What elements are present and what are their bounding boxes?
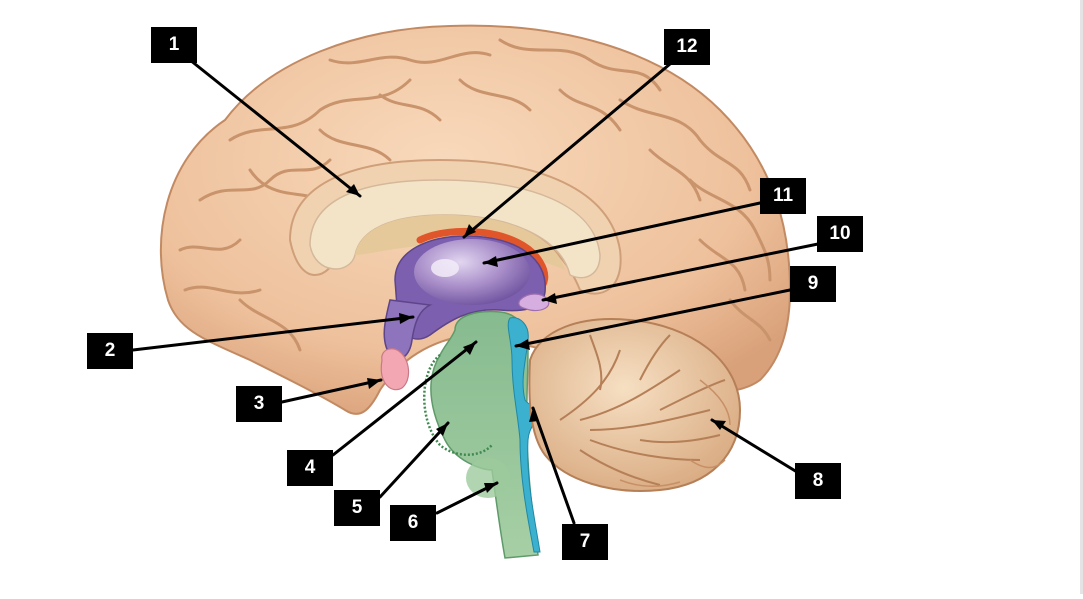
leader-5 [380,423,448,497]
label-11: 11 [760,178,806,214]
label-3: 3 [236,386,282,422]
label-9: 9 [790,266,836,302]
thalamus [414,239,530,305]
thalamus-highlight [431,259,459,277]
label-8: 8 [795,463,841,499]
label-7: 7 [562,524,608,560]
label-12: 12 [664,29,710,65]
label-2: 2 [87,333,133,369]
label-6: 6 [390,505,436,541]
label-1: 1 [151,27,197,63]
label-10: 10 [817,216,863,252]
label-4: 4 [287,450,333,486]
label-5: 5 [334,490,380,526]
